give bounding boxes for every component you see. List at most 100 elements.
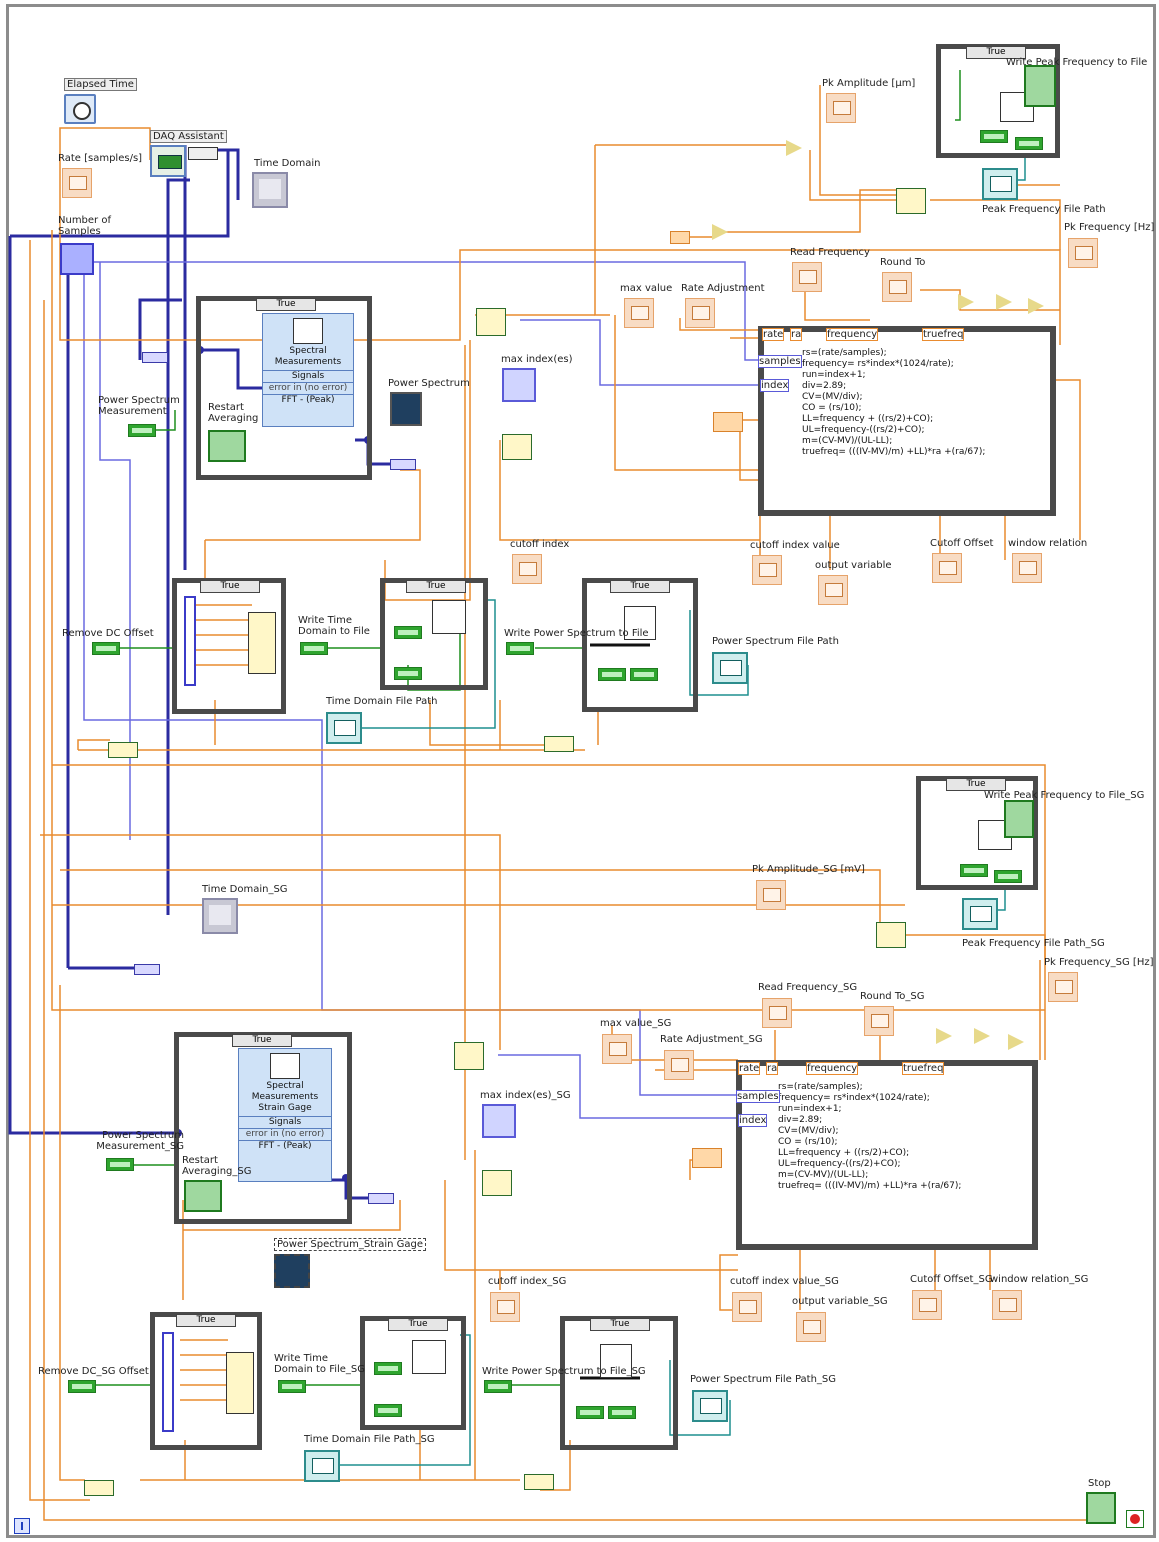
write-time-domain-sg-control[interactable] — [278, 1380, 306, 1393]
restart-averaging-control[interactable] — [208, 430, 246, 462]
write-power-spectrum-case[interactable] — [582, 578, 698, 712]
stop-sign-icon — [1130, 1514, 1140, 1524]
write-power-spectrum-label: Write Power Spectrum to File — [504, 628, 649, 639]
time-domain-sg-graph-terminal[interactable] — [202, 898, 238, 934]
time-domain-graph-terminal[interactable] — [252, 172, 288, 208]
rate-adjustment-sg-control[interactable] — [664, 1050, 694, 1080]
case-selector[interactable]: True — [388, 1318, 448, 1331]
spectral-icon — [293, 318, 323, 344]
loop-condition-terminal — [1126, 1510, 1144, 1528]
power-spectrum-measurement-sg-control[interactable] — [106, 1158, 134, 1171]
case-selector[interactable]: True — [256, 298, 316, 311]
remove-dc-sg-offset-control[interactable] — [68, 1380, 96, 1393]
iteration-i-icon — [21, 1522, 23, 1530]
file-dialog-node — [1024, 65, 1056, 107]
compare-node — [936, 1028, 952, 1044]
power-spectrum-strain-gage-graph-terminal[interactable] — [274, 1254, 310, 1288]
file-dialog-node — [1004, 800, 1034, 838]
case-selector[interactable]: True — [232, 1034, 292, 1047]
case-selector[interactable]: True — [590, 1318, 650, 1331]
window-relation-control[interactable] — [1012, 553, 1042, 583]
increment-node — [713, 412, 743, 432]
formula-terminal-index: index — [738, 1114, 767, 1127]
number-of-samples-control[interactable] — [60, 243, 94, 275]
rate-adjustment-label: Rate Adjustment — [681, 283, 765, 294]
case-selector[interactable]: True — [200, 580, 260, 593]
number-of-samples-label: Number of Samples — [58, 215, 128, 237]
peak-frequency-file-path-sg-control[interactable] — [962, 898, 998, 930]
power-spectrum-file-path-control[interactable] — [712, 652, 748, 684]
window-relation-sg-control[interactable] — [992, 1290, 1022, 1320]
peak-frequency-file-path-label: Peak Frequency File Path — [982, 204, 1106, 215]
multiply-node — [712, 224, 728, 240]
bool-const — [608, 1406, 636, 1419]
formula-terminal-ra: ra — [766, 1062, 778, 1075]
daq-card-icon — [158, 155, 182, 169]
bool-const — [576, 1406, 604, 1419]
bool-const — [980, 130, 1008, 143]
time-domain-file-path-sg-control[interactable] — [304, 1450, 340, 1482]
power-spectrum-measurement-label: Power Spectrum Measurement — [98, 395, 188, 417]
stop-button[interactable] — [1086, 1492, 1116, 1524]
time-domain-file-path-sg-label: Time Domain File Path_SG — [304, 1434, 435, 1445]
write-file-vi[interactable] — [412, 1340, 446, 1374]
write-power-spectrum-sg-case[interactable] — [560, 1316, 678, 1450]
power-spectrum-file-path-sg-control[interactable] — [692, 1390, 728, 1422]
elapsed-time-label: Elapsed Time — [64, 78, 137, 91]
bool-const — [374, 1362, 402, 1375]
time-domain-file-path-control[interactable] — [326, 712, 362, 744]
write-time-domain-control[interactable] — [300, 642, 328, 655]
compare-node — [1008, 1034, 1024, 1050]
remove-dc-sg-offset-label: Remove DC_SG Offset — [38, 1366, 149, 1377]
elapsed-time-express-vi[interactable] — [64, 94, 96, 124]
cutoff-index-label: cutoff index — [510, 539, 569, 550]
time-domain-file-path-label: Time Domain File Path — [326, 696, 438, 707]
array-max-min-node — [476, 308, 506, 336]
spectral-fft: FFT - (Peak) — [239, 1140, 331, 1152]
pk-frequency-indicator — [1068, 238, 1098, 268]
write-power-spectrum-sg-label: Write Power Spectrum to File_SG — [482, 1366, 646, 1377]
merge-errors-node — [108, 742, 138, 758]
round-to-sg-control[interactable] — [864, 1006, 894, 1036]
peak-frequency-file-path-control[interactable] — [982, 168, 1018, 200]
rate-control[interactable] — [62, 168, 92, 198]
write-time-domain-sg-label: Write Time Domain to File_SG — [274, 1353, 366, 1375]
compare-node — [958, 294, 974, 310]
cutoff-offset-control[interactable] — [932, 553, 962, 583]
formula-node[interactable]: rs=(rate/samples); frequency= rs*index*(… — [758, 326, 1056, 516]
cutoff-offset-label: Cutoff Offset — [930, 538, 993, 549]
restart-averaging-sg-control[interactable] — [184, 1180, 222, 1212]
spectral-measurements-sg-vi[interactable]: Spectral Measurements Strain Gage Signal… — [238, 1048, 332, 1182]
stopwatch-icon — [73, 102, 91, 120]
cutoff-index-value-label: cutoff index value — [750, 540, 840, 551]
formula-terminal-ra: ra — [790, 328, 802, 341]
formula-terminal-samples: samples — [736, 1090, 780, 1103]
daq-assistant-vi[interactable] — [150, 145, 186, 177]
round-to-control[interactable] — [882, 272, 912, 302]
power-spectrum-measurement-sg-label: Power Spectrum Measurement_SG — [74, 1130, 184, 1152]
power-spectrum-graph-terminal[interactable] — [390, 392, 422, 426]
pk-amplitude-sg-indicator — [756, 880, 786, 910]
rate-adjustment-control[interactable] — [685, 298, 715, 328]
dc-offset-subvi — [248, 612, 276, 674]
compare-node — [1028, 298, 1044, 314]
write-power-spectrum-control[interactable] — [506, 642, 534, 655]
formula-terminal-frequency: frequency — [826, 328, 878, 341]
case-selector[interactable]: True — [610, 580, 670, 593]
case-selector[interactable]: True — [406, 580, 466, 593]
power-spectrum-measurement-control[interactable] — [128, 424, 156, 437]
time-domain-label: Time Domain — [254, 158, 320, 169]
spectral-measurements-vi[interactable]: Spectral Measurements Signals error in (… — [262, 313, 354, 427]
write-file-vi[interactable] — [432, 600, 466, 634]
max-value-sg-label: max value_SG — [600, 1018, 671, 1029]
cutoff-index-value-sg-label: cutoff index value_SG — [730, 1276, 839, 1287]
formula-terminal-samples: samples — [758, 355, 802, 368]
daq-assistant-label: DAQ Assistant — [150, 130, 227, 143]
index-array-node — [502, 434, 532, 460]
remove-dc-offset-control[interactable] — [92, 642, 120, 655]
formula-node-sg[interactable]: rs=(rate/samples); frequency= rs*index*(… — [736, 1060, 1038, 1250]
cutoff-offset-sg-control[interactable] — [912, 1290, 942, 1320]
write-power-spectrum-sg-control[interactable] — [484, 1380, 512, 1393]
case-selector[interactable]: True — [176, 1314, 236, 1327]
